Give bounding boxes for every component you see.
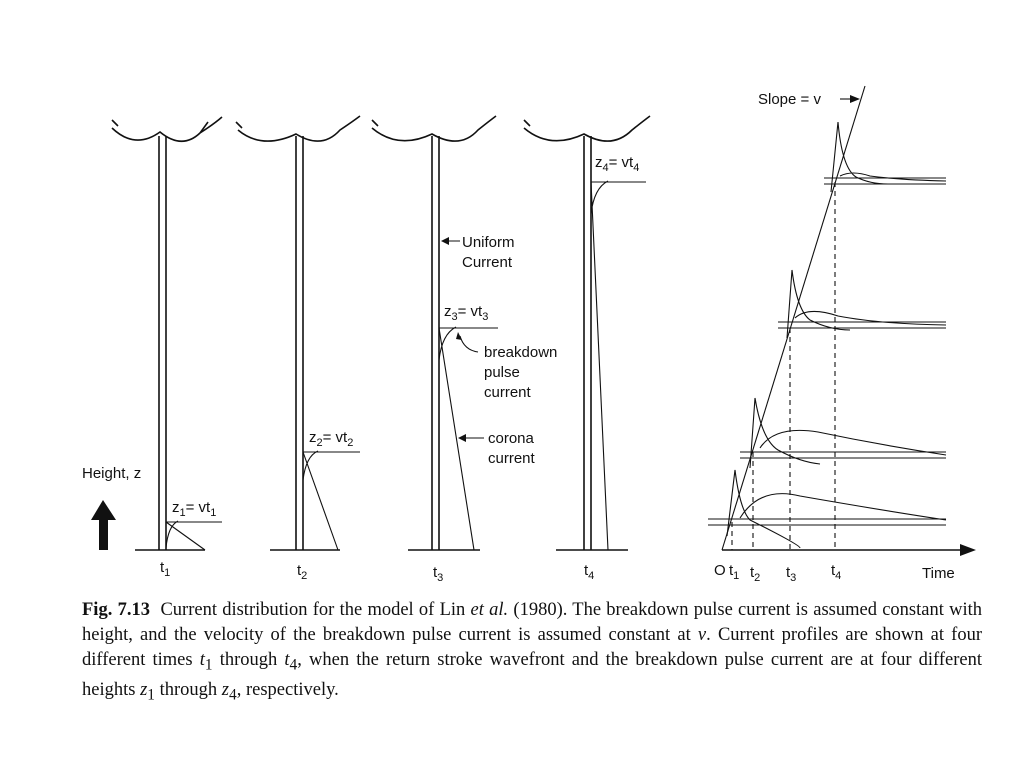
- height-label: Height, z: [82, 465, 141, 482]
- caption-text-g: , respectively.: [236, 679, 339, 700]
- caption-text-a: Current distribution for the model of Li…: [160, 600, 471, 620]
- caption-z4: z: [221, 679, 229, 700]
- caption-text-d: through: [212, 650, 285, 670]
- panel-t1: z1= vt1 t1: [111, 116, 223, 579]
- pulse-waveform-3: [786, 269, 947, 339]
- time-axis-arrowhead-icon: [960, 544, 976, 556]
- current-profile-2: [302, 450, 339, 551]
- t2-label: t2: [297, 562, 307, 582]
- caption-t4: t: [284, 650, 290, 670]
- uniform-arrowhead: [441, 237, 449, 245]
- figure-caption: Fig. 7.13 Current distribution for the m…: [82, 598, 982, 707]
- caption-t4-sub: 4: [289, 656, 298, 674]
- t1-label: t1: [160, 559, 170, 579]
- caption-t1: t: [199, 650, 205, 670]
- corona-arrowhead: [458, 434, 466, 442]
- cloud-1: [111, 116, 223, 143]
- panel-t4: z4= vt4 t4: [523, 115, 651, 582]
- height-indicator: Height, z: [82, 465, 141, 550]
- breakdown-arrowhead: [456, 332, 462, 340]
- breakdown-label-2: pulse: [484, 364, 520, 381]
- cloud-3: [371, 115, 497, 142]
- caption-t1-sub: 1: [204, 656, 213, 674]
- time-label: Time: [922, 565, 955, 582]
- origin-label: O: [714, 562, 726, 579]
- caption-text-c: . Current profiles are shown at four dif…: [82, 625, 982, 670]
- tick-t4: t4: [831, 562, 841, 582]
- caption-text-f: through: [154, 679, 222, 700]
- corona-label-2: current: [488, 450, 536, 467]
- cloud-2: [235, 115, 361, 142]
- slope-label: Slope = v: [758, 91, 821, 108]
- t3-label: t3: [433, 564, 443, 584]
- pulse-waveform-4: [830, 121, 947, 193]
- current-profile-4: [590, 180, 609, 551]
- breakdown-label-3: current: [484, 384, 532, 401]
- caption-z1-sub: 1: [147, 686, 155, 704]
- time-height-plot: Slope = v O t1 t2 t3 t4 Time: [708, 85, 976, 584]
- z4-label: z4= vt4: [595, 154, 639, 174]
- z1-label: z1= vt1: [172, 499, 216, 519]
- height-up-arrow-icon: [91, 500, 116, 550]
- panel-t3: z3= vt3 t3 Uniform Current breakdown pul…: [371, 115, 557, 584]
- tick-t2: t2: [750, 564, 760, 584]
- cloud-4: [523, 115, 651, 142]
- uniform-label-2: Current: [462, 254, 513, 271]
- caption-et-al: et al.: [470, 600, 509, 620]
- current-profile-3: [438, 326, 475, 551]
- t4-label: t4: [584, 562, 594, 582]
- breakdown-label-1: breakdown: [484, 344, 557, 361]
- breakdown-arrow: [459, 335, 479, 353]
- caption-z4-sub: 4: [229, 686, 237, 704]
- caption-v: v: [697, 625, 707, 645]
- tick-t1: t1: [729, 562, 739, 582]
- pulse-waveform-2: [749, 397, 947, 469]
- panel-t2: z2= vt2 t2: [235, 115, 361, 582]
- z3-label: z3= vt3: [444, 303, 488, 323]
- caption-fig-label: Fig. 7.13: [82, 600, 150, 620]
- corona-label-1: corona: [488, 430, 535, 447]
- caption-text-e: , when the return stroke wavefront and t…: [82, 650, 982, 700]
- caption-text-b: (1980). The breakdown pulse current is a…: [82, 600, 983, 645]
- pulse-waveform-1: [726, 469, 947, 549]
- z2-label: z2= vt2: [309, 429, 353, 449]
- current-profile-1: [165, 520, 206, 551]
- caption-z1: z: [140, 679, 148, 700]
- slope-line: [721, 85, 866, 551]
- tick-t3: t3: [786, 564, 796, 584]
- slope-pointer-arrowhead-icon: [850, 95, 860, 103]
- uniform-label-1: Uniform: [462, 234, 515, 251]
